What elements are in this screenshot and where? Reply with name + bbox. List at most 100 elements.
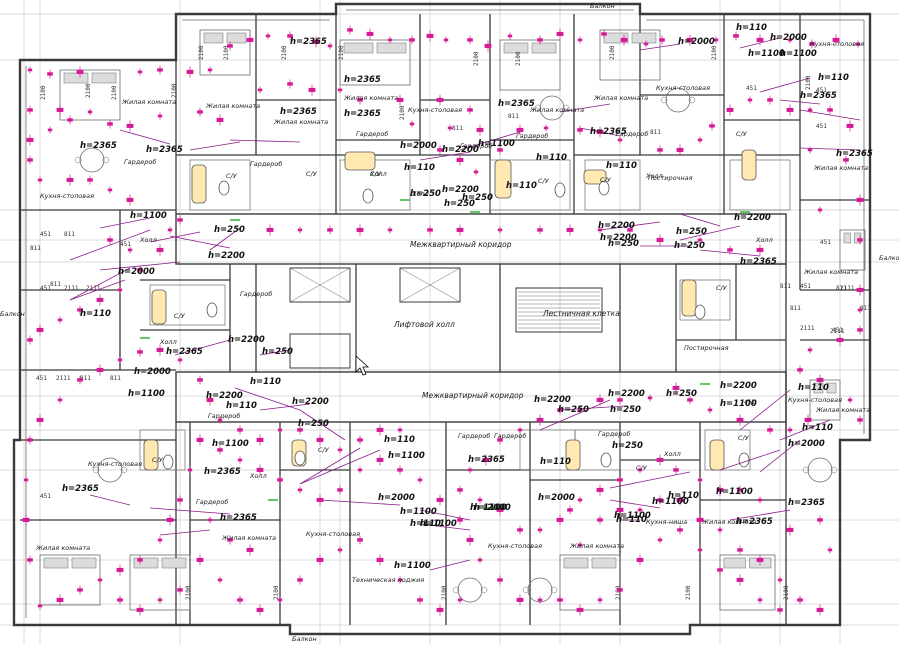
height-mark: h=2365	[290, 37, 327, 47]
height-mark: h=1100	[614, 511, 651, 521]
dimension-label: 2100	[399, 105, 406, 120]
dimension-label: 451	[820, 239, 831, 246]
dimension-label: 2100	[85, 83, 92, 98]
height-mark: h=2200	[228, 335, 265, 345]
stair-flight	[515, 287, 603, 333]
height-mark: h=2000	[400, 141, 437, 151]
leader-line	[189, 141, 241, 151]
height-mark: h=1100	[716, 487, 753, 497]
chair	[120, 466, 128, 474]
height-mark: h=2000	[770, 33, 807, 43]
room-label: Холл	[249, 472, 267, 480]
height-mark: h=2200	[442, 185, 479, 195]
edge-label-balcony-left: Балкон	[0, 310, 25, 318]
height-mark: h=2200	[206, 391, 243, 401]
sanitary-fixtures	[39, 29, 866, 611]
chair	[74, 156, 82, 164]
dimension-label: 2100	[185, 585, 192, 600]
leader-line	[119, 129, 171, 145]
height-mark: h=1100	[470, 503, 507, 513]
bathroom-outline	[489, 159, 571, 211]
dimension-label: 2100	[783, 585, 790, 600]
dimension-label: 2100	[515, 51, 522, 66]
pillow	[563, 557, 589, 569]
bed-outline	[339, 39, 411, 86]
bathtub	[344, 151, 376, 171]
chair	[688, 96, 696, 104]
dimension-label: 811	[836, 285, 847, 292]
height-mark: h=1100	[780, 49, 817, 59]
dimension-label: 451	[40, 493, 51, 500]
dimension-label: 2111	[56, 375, 71, 382]
pillow	[843, 232, 851, 244]
leader-line	[679, 213, 721, 227]
leader-line	[174, 339, 231, 356]
bed-outline	[199, 29, 251, 76]
dining-table	[457, 577, 483, 603]
bathroom-outline	[139, 429, 186, 471]
height-mark: h=110	[798, 383, 829, 393]
room-label: Кухня-столовая	[788, 396, 842, 404]
height-mark: h=250	[462, 193, 493, 203]
height-mark: h=2000	[678, 37, 715, 47]
pillow	[813, 382, 824, 394]
corridor-label-lower: Межквартирный коридор	[422, 391, 524, 400]
dimension-label: 2111	[830, 328, 845, 335]
leader-line	[299, 409, 346, 441]
leader-line	[319, 499, 401, 506]
room-label: Гардероб	[516, 132, 548, 140]
toilet	[294, 450, 306, 466]
dimension-label: 811	[650, 129, 661, 136]
leader-line	[639, 43, 681, 51]
leader-line	[69, 229, 151, 261]
leader-line	[779, 99, 821, 105]
dimension-label: 2100	[685, 585, 692, 600]
dining-table	[807, 457, 833, 483]
bathtub	[681, 279, 697, 317]
dimension-label: 451	[816, 123, 827, 130]
room-label: Жилая комната	[803, 268, 858, 276]
height-mark: h=110	[668, 491, 699, 501]
height-mark: h=2365	[788, 498, 825, 508]
dining-table	[665, 87, 691, 113]
height-mark: h=1100	[478, 139, 515, 149]
dimension-label: 811	[860, 305, 871, 312]
elevator-cross	[289, 267, 351, 303]
bathtub	[583, 169, 607, 185]
toilet	[206, 302, 218, 318]
room-label: Холл	[755, 236, 773, 244]
height-mark: h=2200	[208, 251, 245, 261]
dimension-label: 811	[50, 281, 61, 288]
height-mark: h=110	[540, 457, 571, 467]
pillow	[226, 32, 247, 44]
room-label: С/У	[636, 464, 648, 472]
room-label: Жилая комната	[815, 406, 870, 414]
room-label: С/У	[174, 312, 186, 320]
dimension-label: 2100	[338, 45, 345, 60]
height-mark: h=110	[250, 377, 281, 387]
bathtub	[709, 439, 725, 471]
stair-label: Лестничная клетка	[542, 309, 620, 318]
height-mark: h=250	[674, 241, 705, 251]
room-label: Гардероб	[616, 130, 648, 138]
bathroom-outline	[729, 159, 791, 211]
dimension-label: 451	[40, 231, 51, 238]
pillow	[631, 32, 657, 44]
bathroom-outline	[704, 429, 751, 471]
chair	[480, 586, 488, 594]
dining-table	[97, 457, 123, 483]
tech-loggia-label: Техническая лоджия	[352, 576, 424, 584]
height-mark: h=2200	[598, 221, 635, 231]
room-label: Кухня-столовая	[88, 460, 142, 468]
height-mark: h=2000	[134, 367, 171, 377]
edge-label-balcony-right: Балкон	[879, 254, 899, 262]
edge-label-balcony-top: Балкон	[590, 2, 615, 10]
height-mark: h=250	[676, 227, 707, 237]
pillow	[591, 557, 617, 569]
pillow	[133, 557, 159, 569]
dimension-label: 811	[790, 305, 801, 312]
leader-line	[759, 439, 801, 473]
height-mark: h=2365	[344, 75, 381, 85]
bathtub	[494, 159, 512, 199]
